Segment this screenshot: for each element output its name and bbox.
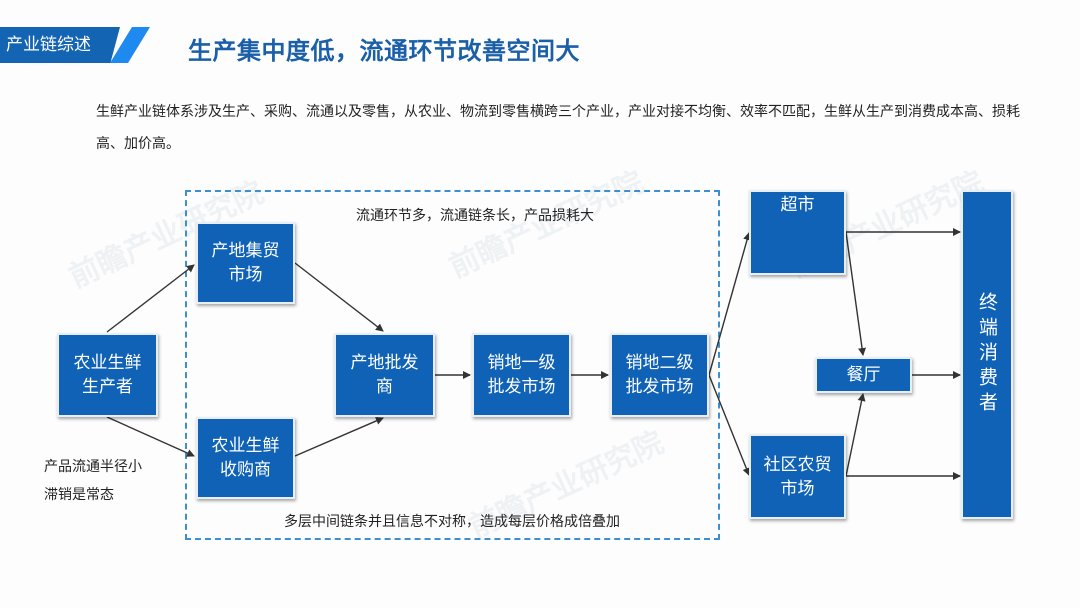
node-supermarket: 超市 xyxy=(749,190,846,275)
node-label: 农业生鲜 xyxy=(211,436,280,456)
circulation-region-border xyxy=(185,190,720,540)
section-tag: 产业链综述 xyxy=(0,27,120,63)
arrow-dest2-to-supermarket xyxy=(708,232,751,376)
node-origin-market: 产地集贸市场 xyxy=(196,222,295,304)
node-label: 批发市场 xyxy=(487,377,556,397)
node-label: 销地一级 xyxy=(487,353,556,373)
page-title: 生产集中度低，流通环节改善空间大 xyxy=(188,37,580,65)
description-text: 生鲜产业链体系涉及生产、采购、流通以及零售，从农业、物流到零售横跨三个产业，产业… xyxy=(96,104,1020,152)
arrow-producer-to-purchaser xyxy=(106,416,195,457)
node-label: 市场 xyxy=(780,478,815,499)
note-top: 流通环节多，流通链条长，产品损耗大 xyxy=(356,208,594,224)
node-label: 产地集贸 xyxy=(211,241,280,261)
node-restaurant: 餐厅 xyxy=(815,357,912,393)
note-bottom: 多层中间链条并且信息不对称，造成每层价格成倍叠加 xyxy=(284,514,620,530)
arrow-dest2-to-community-market xyxy=(708,374,751,476)
note-left-line2: 滞销是常态 xyxy=(44,487,114,503)
arrow-supermarket-to-restaurant xyxy=(845,231,867,356)
note-left-line1: 产品流通半径小 xyxy=(44,459,142,475)
node-label: 餐厅 xyxy=(846,365,881,385)
arrow-origin-market-to-wholesaler xyxy=(294,262,384,332)
arrow-purchaser-to-wholesaler xyxy=(294,417,384,457)
node-origin-wholesaler: 产地批发商 xyxy=(334,333,435,417)
arrow-producer-to-origin-market xyxy=(106,264,195,333)
node-label: 超市 xyxy=(780,194,815,215)
node-label: 社区农贸 xyxy=(763,454,832,475)
node-label: 生产者 xyxy=(82,377,133,397)
node-producer: 农业生鲜生产者 xyxy=(57,333,158,417)
node-label: 市场 xyxy=(228,265,263,285)
arrow-community-to-restaurant xyxy=(845,393,866,477)
node-consumer: 终端消费者 xyxy=(961,190,1013,519)
node-dest-wholesale-1: 销地一级批发市场 xyxy=(472,333,571,417)
node-community-market: 社区农贸市场 xyxy=(749,434,846,519)
node-purchaser: 农业生鲜收购商 xyxy=(196,417,295,499)
node-label: 收购商 xyxy=(220,460,271,480)
node-label: 销地二级 xyxy=(625,353,694,373)
node-dest-wholesale-2: 销地二级批发市场 xyxy=(610,333,709,417)
node-label: 商 xyxy=(376,377,393,397)
node-label: 产地批发 xyxy=(350,353,419,373)
node-label: 农业生鲜 xyxy=(73,353,142,373)
node-label: 终端消费者 xyxy=(976,292,998,417)
node-label: 批发市场 xyxy=(625,377,694,397)
